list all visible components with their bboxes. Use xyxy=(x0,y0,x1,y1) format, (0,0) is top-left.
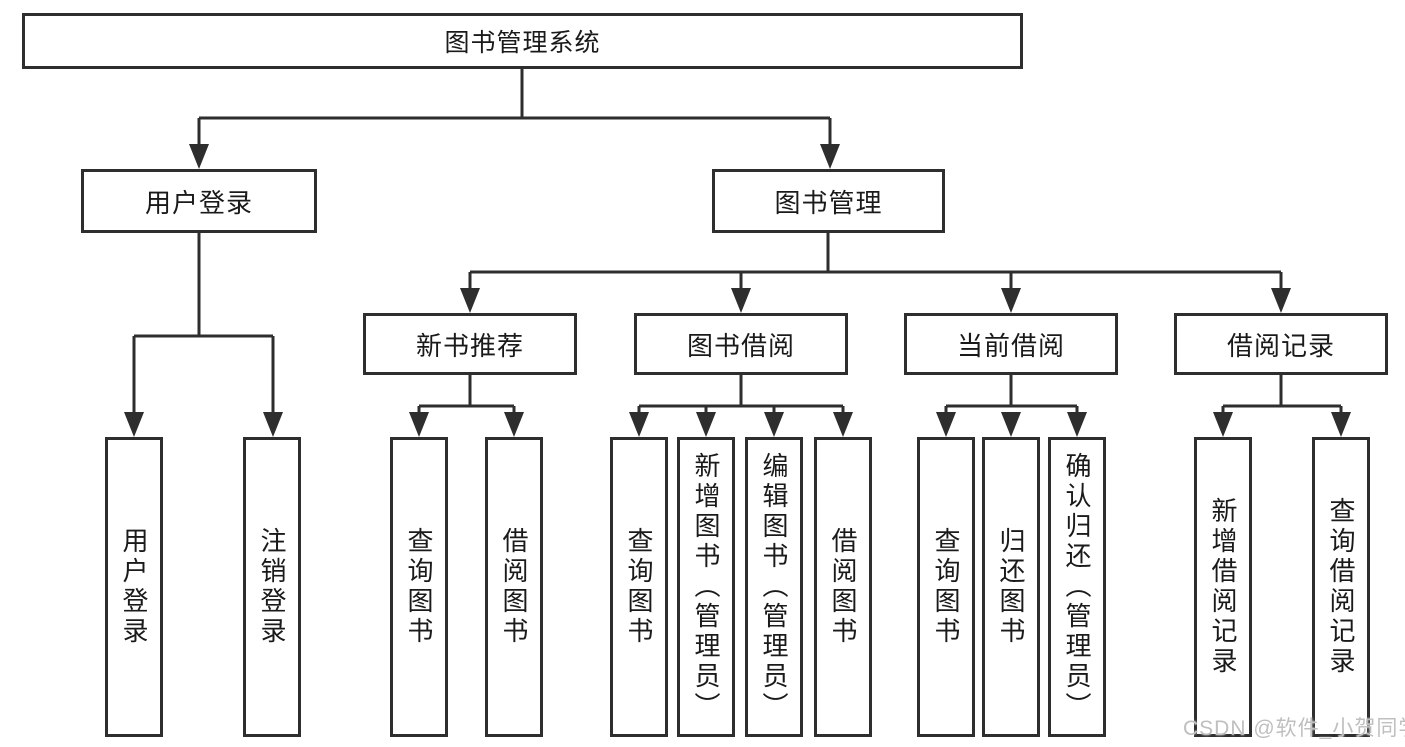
leaf-borrow-books: 借阅图书 xyxy=(814,437,872,737)
connector-current-borrow-to-leaves xyxy=(936,375,1087,437)
node-current-borrow: 当前借阅 xyxy=(904,313,1118,375)
connector-borrow-records-to-leaves xyxy=(1213,375,1351,437)
leaf-add-borrow-record: 新增借阅记录 xyxy=(1194,437,1252,737)
node-new-book-recommend: 新书推荐 xyxy=(363,313,577,375)
node-book-borrow: 图书借阅 xyxy=(634,313,848,375)
csdn-watermark: CSDN @软件_小贺同学 xyxy=(1183,717,1405,740)
leaf-add-books-admin: 新增图书（管理员） xyxy=(677,437,735,737)
leaf-query-books-borrow: 查询图书 xyxy=(610,437,668,737)
connector-new-book-to-leaves xyxy=(409,375,524,437)
node-borrow-records: 借阅记录 xyxy=(1174,313,1388,375)
connector-book-management-to-level3 xyxy=(460,233,1291,313)
leaf-return-books: 归还图书 xyxy=(982,437,1040,737)
leaf-query-books-recommend: 查询图书 xyxy=(390,437,448,737)
leaf-confirm-return-admin: 确认归还（管理员） xyxy=(1048,437,1106,737)
connector-user-login-to-leaves xyxy=(124,233,283,437)
node-root-system: 图书管理系统 xyxy=(22,13,1023,69)
leaf-edit-books-admin: 编辑图书（管理员） xyxy=(745,437,803,737)
leaf-query-books-current: 查询图书 xyxy=(917,437,975,737)
node-user-login: 用户登录 xyxy=(81,169,317,233)
leaf-borrow-books-recommend: 借阅图书 xyxy=(485,437,543,737)
connector-book-borrow-to-leaves xyxy=(629,375,853,437)
leaf-logout: 注销登录 xyxy=(243,437,301,737)
node-book-management: 图书管理 xyxy=(712,169,945,233)
leaf-user-login: 用户登录 xyxy=(105,437,163,737)
connector-root-to-level2 xyxy=(189,69,840,169)
leaf-query-borrow-record: 查询借阅记录 xyxy=(1312,437,1370,737)
